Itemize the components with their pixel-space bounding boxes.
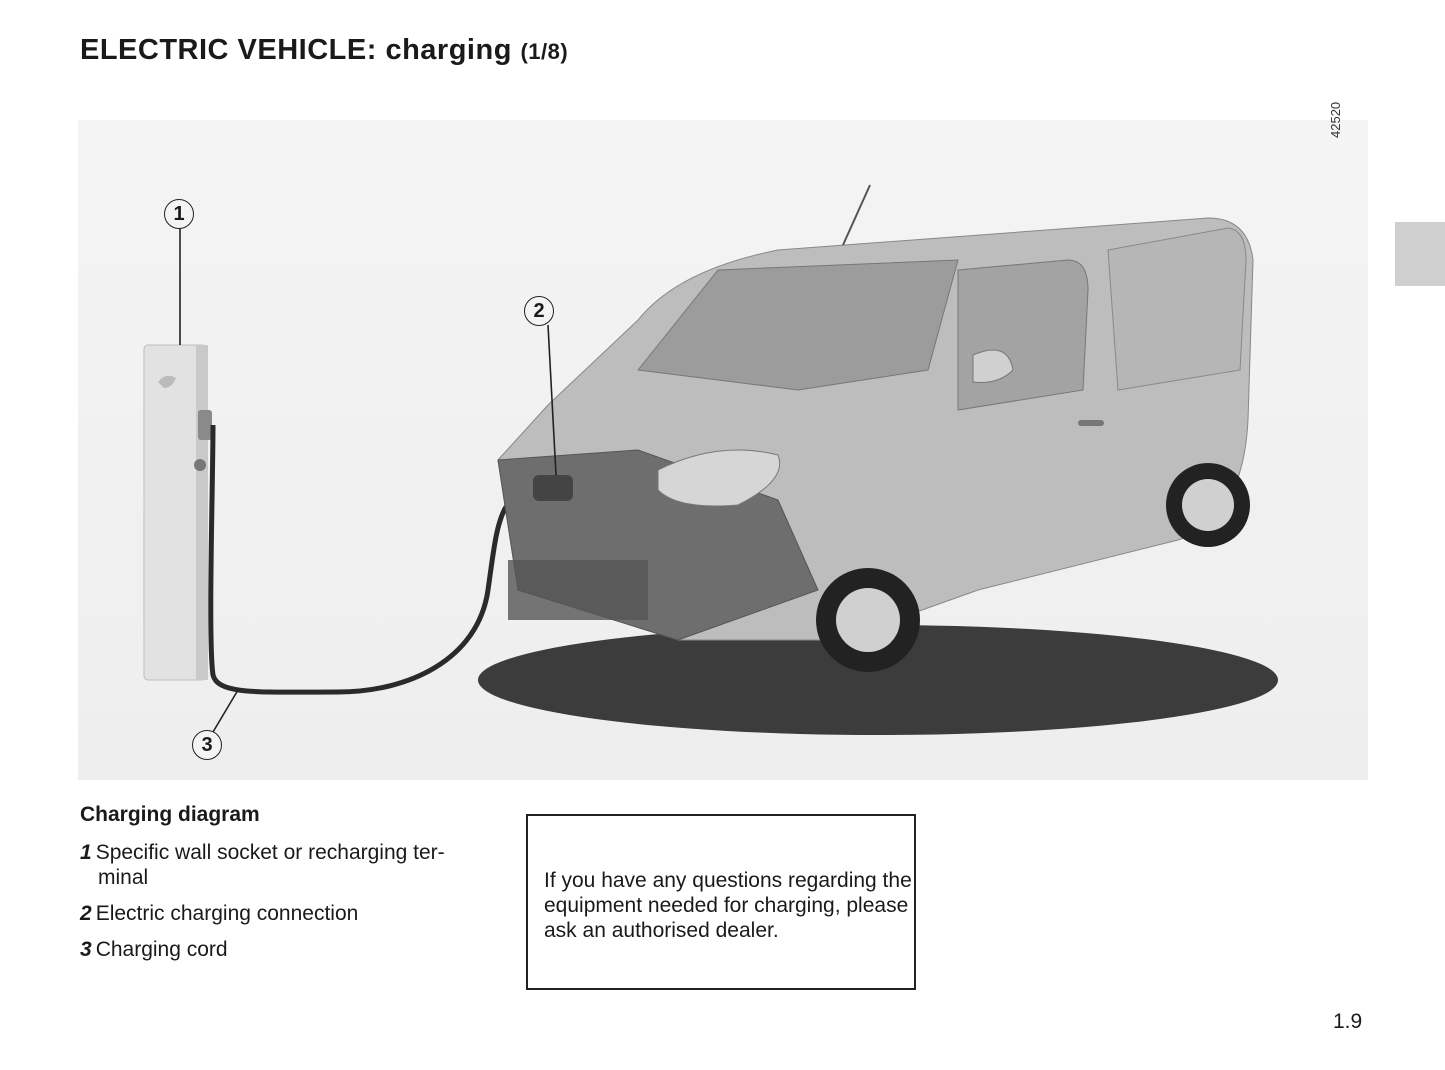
charging-figure: 1 2 3 [78, 120, 1368, 780]
legend-item-number: 2 [80, 902, 92, 925]
legend-item-text: Electric charging connection [95, 902, 359, 925]
callout-1: 1 [164, 199, 194, 229]
callout-2-line [547, 324, 557, 476]
title-text: ELECTRIC VEHICLE: charging [80, 34, 512, 66]
legend-item-text: Charging cord [95, 938, 228, 961]
legend-item-number: 3 [80, 938, 92, 961]
section-tab [1395, 222, 1445, 286]
ground-shadow [478, 625, 1278, 735]
dealer-notice-text: If you have any questions regarding the … [544, 869, 912, 942]
dealer-notice-box: If you have any questions regarding the … [526, 814, 916, 990]
legend-item-text: Specific wall socket or recharging ter-m… [95, 841, 445, 889]
callout-2: 2 [524, 296, 554, 326]
title-part: (1/8) [520, 39, 569, 64]
callout-3-line [212, 689, 239, 733]
charging-cord-icon [208, 424, 549, 695]
legend-item-number: 1 [80, 841, 92, 864]
page-title: ELECTRIC VEHICLE: charging (1/8) [80, 34, 568, 67]
figure-reference-code: 42520 [1328, 101, 1343, 138]
callout-3: 3 [192, 730, 222, 760]
charging-terminal-icon [143, 344, 212, 681]
charging-illustration [143, 184, 1278, 735]
page-number: 1.9 [1333, 1010, 1363, 1033]
legend-title: Charging diagram [80, 803, 260, 826]
van-illustration [497, 184, 1254, 672]
